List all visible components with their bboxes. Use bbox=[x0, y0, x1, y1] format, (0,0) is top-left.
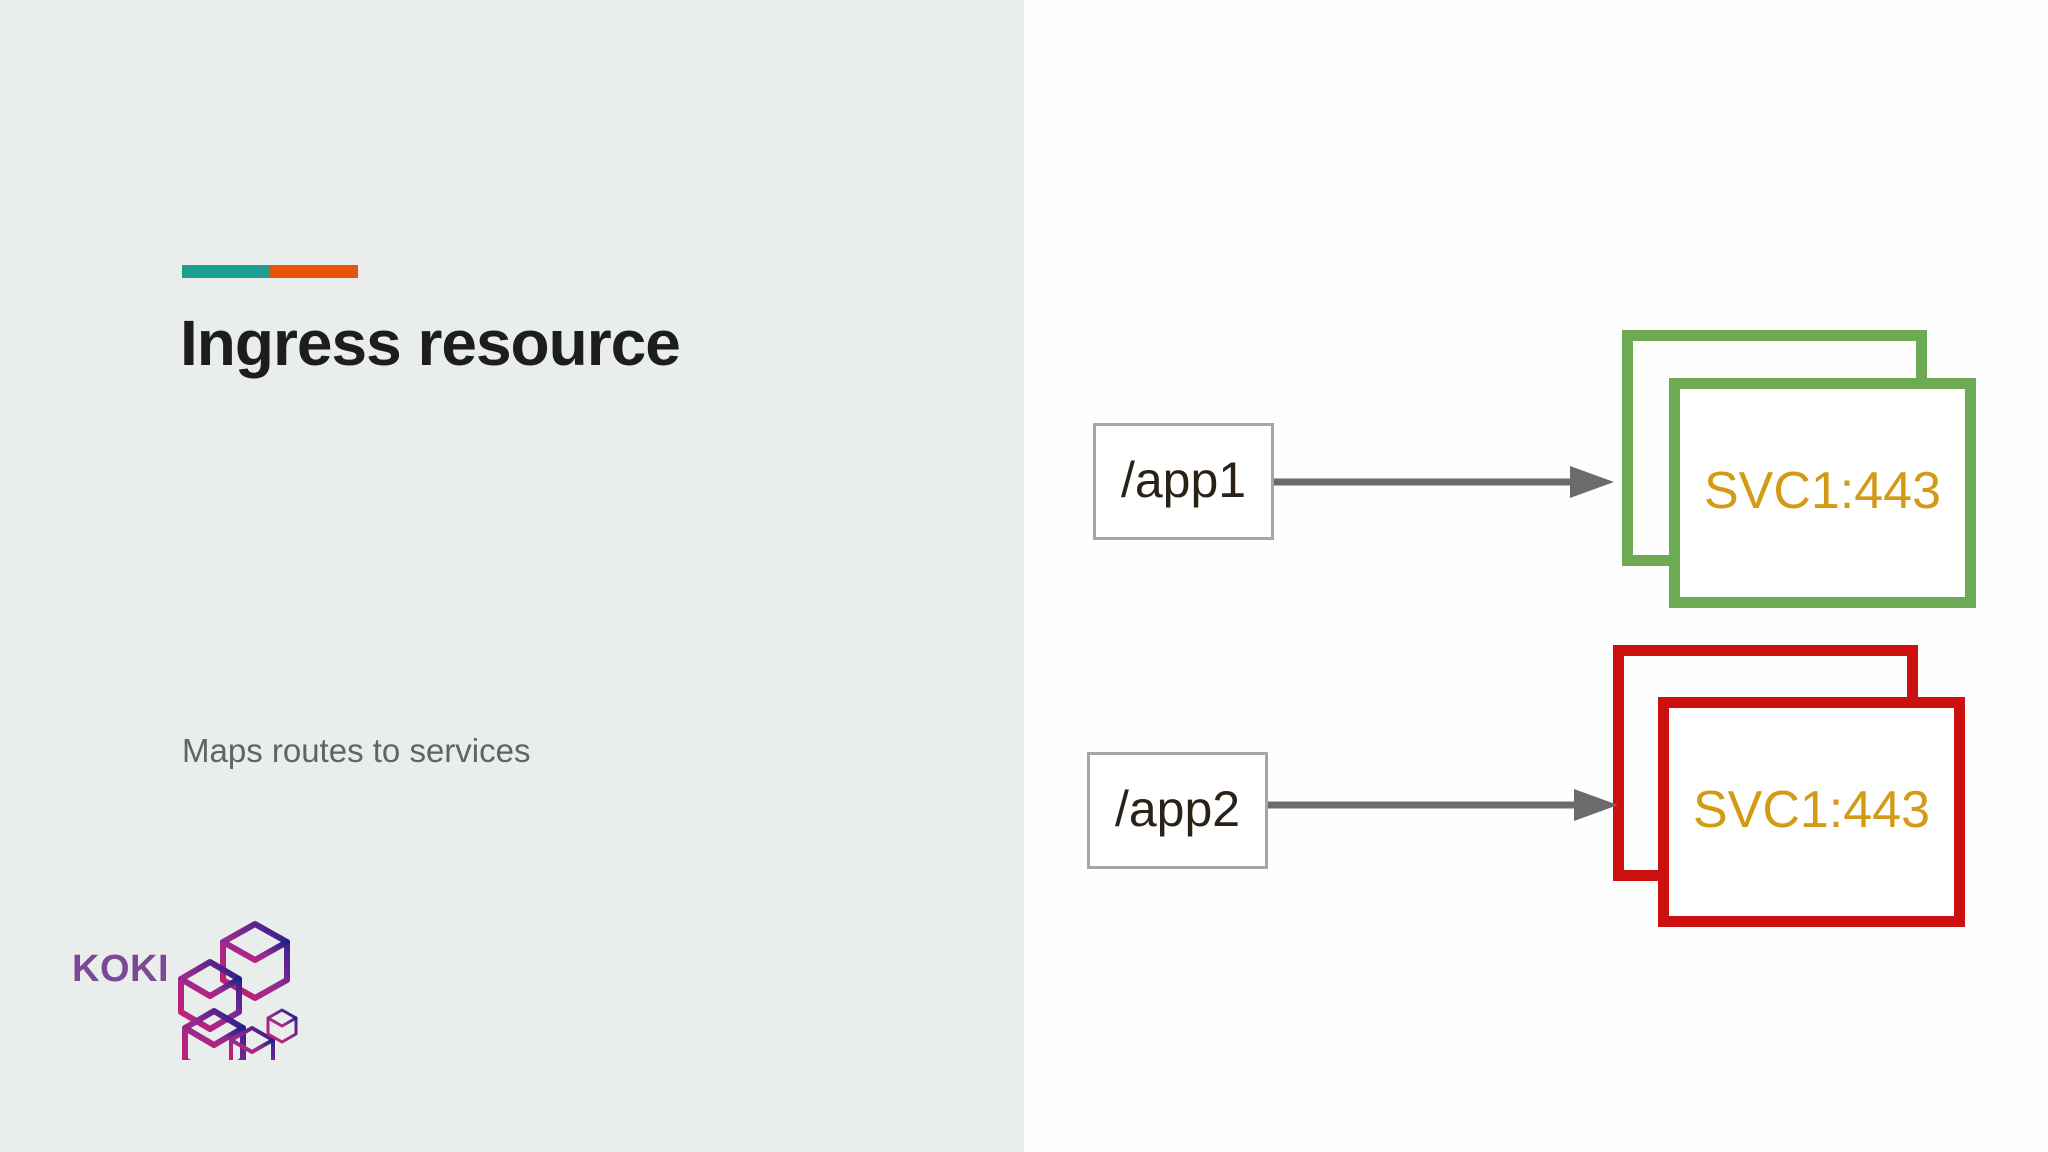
arrow-app1-to-service bbox=[1274, 462, 1619, 502]
service-card-front-app2: SVC1:443 bbox=[1658, 697, 1965, 927]
koki-wordmark: KOKI bbox=[72, 948, 169, 990]
service-card-stack-app2: SVC1:443 bbox=[1024, 0, 2048, 1152]
service-card-stack-app1: SVC1:443 bbox=[1024, 0, 2048, 1152]
service-label-app1: SVC1:443 bbox=[1703, 462, 1942, 520]
koki-logo: KOKI bbox=[72, 900, 312, 1080]
accent-bar-orange-segment bbox=[270, 265, 358, 278]
ingress-routing-diagram: SVC1:443 SVC1:443 /app1 /app2 bbox=[1024, 0, 2048, 1152]
service-card-front-app1: SVC1:443 bbox=[1669, 378, 1976, 608]
right-panel: SVC1:443 SVC1:443 /app1 /app2 bbox=[1024, 0, 2048, 1152]
left-panel: Ingress resource Maps routes to services… bbox=[0, 0, 1024, 1152]
koki-cubes-icon bbox=[177, 900, 312, 1080]
arrow-app2-to-service bbox=[1268, 785, 1623, 825]
page-subtitle: Maps routes to services bbox=[182, 732, 531, 769]
page-title: Ingress resource bbox=[180, 307, 681, 379]
accent-bar-teal-segment bbox=[182, 265, 270, 278]
route-box-app2: /app2 bbox=[1087, 752, 1268, 869]
route-box-app1: /app1 bbox=[1093, 423, 1274, 540]
route-label-app2: /app2 bbox=[1114, 780, 1241, 837]
route-label-app1: /app1 bbox=[1120, 451, 1247, 508]
accent-bar bbox=[182, 265, 358, 278]
service-label-app2: SVC1:443 bbox=[1692, 781, 1931, 839]
